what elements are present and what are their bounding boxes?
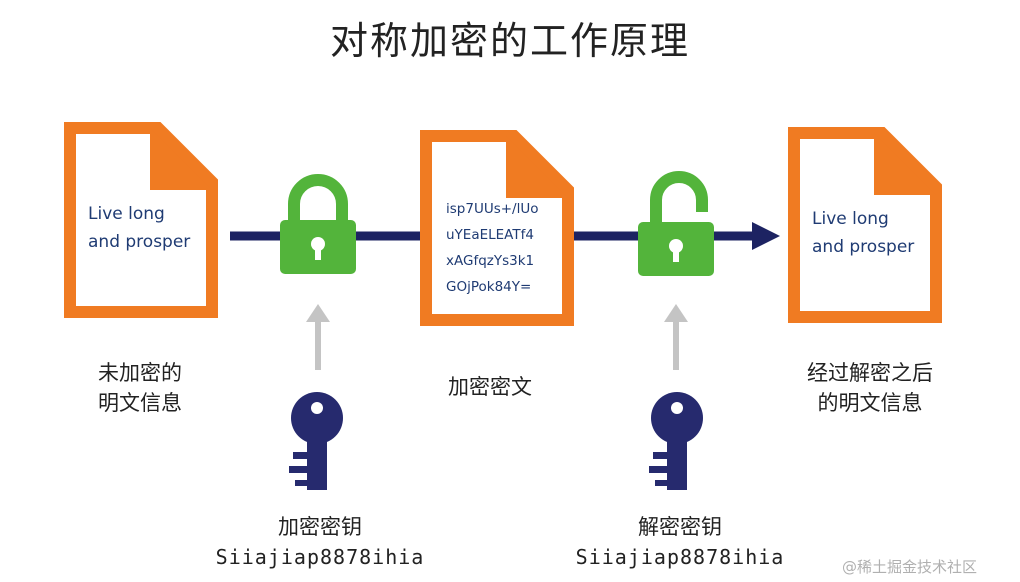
unlocked-padlock-icon [638,171,714,276]
plain-document-text: Live long and prosper [88,200,190,256]
cipher-document-icon [420,130,574,326]
decrypted-caption-line-1: 经过解密之后 [807,361,933,385]
decryption-key-label: 解密密钥 [638,515,722,539]
plain-line-1: Live long [88,204,165,224]
encryption-key-value: Siiajiap8878ihia [215,545,425,569]
plain-caption: 未加密的 明文信息 [60,358,220,418]
decrypted-document-text: Live long and prosper [812,205,914,261]
encrypt-up-arrow [306,304,330,370]
decrypt-up-arrow [664,304,688,370]
cipher-document-text: isp7UUs+/lUo uYEaELEATf4 xAGfqzYs3k1 GOj… [446,196,539,300]
decrypted-caption-line-2: 的明文信息 [817,391,923,415]
flow-arrowhead [752,222,780,250]
watermark: @稀土掘金技术社区 [842,558,978,576]
diagram-title: 对称加密的工作原理 [329,19,690,63]
plain-line-2: and prosper [88,232,191,252]
decryption-key-value: Siiajiap8878ihia [575,545,785,569]
encryption-key-label: 加密密钥 [278,515,362,539]
cipher-caption: 加密密文 [448,375,532,399]
decrypted-document-icon [788,127,942,323]
locked-padlock-icon [280,174,356,274]
plain-caption-line-1: 未加密的 [98,361,182,385]
cipher-line-1: isp7UUs+/lUo [446,201,539,217]
decrypted-line-1: Live long [812,209,889,229]
cipher-line-3: xAGfqzYs3k1 [446,253,535,269]
plain-document-icon [64,122,218,318]
cipher-line-2: uYEaELEATf4 [446,227,534,243]
decryption-key-icon [649,392,703,490]
encryption-key-icon [289,392,343,490]
plain-caption-line-2: 明文信息 [98,391,182,415]
decrypted-caption: 经过解密之后 的明文信息 [780,358,960,418]
cipher-line-4: GOjPok84Y= [446,279,532,295]
decrypted-line-2: and prosper [812,237,915,257]
